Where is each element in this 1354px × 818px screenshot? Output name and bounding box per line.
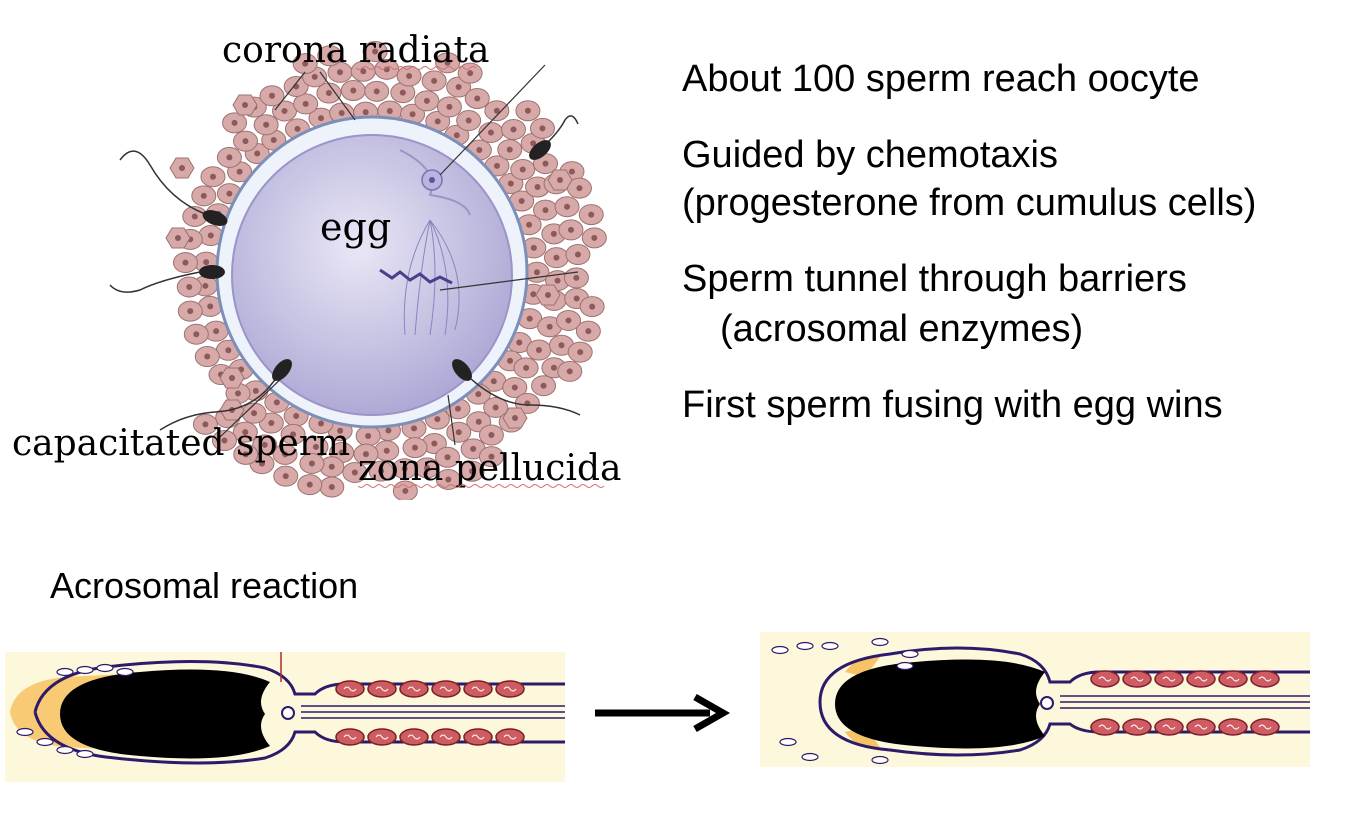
sperm-membrane xyxy=(33,659,565,765)
label-egg: egg xyxy=(320,205,391,249)
vesicle xyxy=(801,752,819,762)
sperm-tail xyxy=(469,377,581,416)
bullet-sperm-count: About 100 sperm reach oocyte xyxy=(682,58,1200,100)
vesicle xyxy=(56,745,74,755)
vesicle xyxy=(36,737,54,747)
meiotic-spindle xyxy=(403,219,460,336)
polar-body-notch xyxy=(399,149,471,216)
label-zona-pellucida: zona pellucida xyxy=(358,448,621,489)
sperm-nucleus xyxy=(60,669,270,759)
vesicle xyxy=(901,649,919,659)
reaction-arrow xyxy=(595,693,731,733)
cumulus-cell-mass xyxy=(165,40,607,500)
vesicle xyxy=(56,667,74,677)
vesicle xyxy=(821,641,839,651)
spellcheck-squiggle-radiata xyxy=(355,66,477,70)
vesicle xyxy=(871,637,889,647)
acrosomal-reaction-title: Acrosomal reaction xyxy=(50,565,359,606)
sperm-membrane xyxy=(818,646,1310,757)
bullet-tunnel-detail: (acrosomal enzymes) xyxy=(720,308,1084,350)
vesicle xyxy=(76,665,94,675)
released-enzyme xyxy=(845,727,880,748)
sperm-head-after xyxy=(760,632,1310,767)
vesicle xyxy=(896,661,914,671)
sperm-group xyxy=(109,115,581,431)
centriole xyxy=(281,706,295,720)
bullet-first-sperm: First sperm fusing with egg wins xyxy=(682,384,1223,426)
centriole xyxy=(1040,696,1054,710)
label-corona-radiata: corona radiata xyxy=(222,30,489,71)
vesicle xyxy=(76,749,94,759)
egg-cell xyxy=(231,134,513,416)
vesicle xyxy=(16,727,34,737)
bullet-chemotaxis-detail: (progesterone from cumulus cells) xyxy=(682,182,1257,224)
sperm-head xyxy=(452,359,472,381)
bullet-chemotaxis: Guided by chemotaxis xyxy=(682,134,1058,176)
sperm-head xyxy=(272,359,292,381)
sperm-tail xyxy=(109,271,201,293)
vesicle xyxy=(96,663,114,673)
spellcheck-squiggle-zona xyxy=(357,484,605,488)
bullet-tunnel: Sperm tunnel through barriers xyxy=(682,258,1187,300)
sperm-head xyxy=(199,265,225,279)
sperm-nucleus xyxy=(835,659,1045,749)
vesicle xyxy=(796,641,814,651)
sperm-tail xyxy=(547,115,579,143)
sperm-head-before xyxy=(5,652,565,782)
sperm-tail xyxy=(119,150,206,215)
label-capacitated-sperm: capacitated sperm xyxy=(12,423,350,464)
vesicle xyxy=(116,667,134,677)
vesicle xyxy=(779,737,797,747)
fertilization-diagram: corona radiata egg capacitated sperm zon… xyxy=(12,30,621,500)
sperm-tail xyxy=(159,377,277,431)
sperm-head xyxy=(202,210,228,226)
label-leader-lines xyxy=(219,64,579,446)
sperm-head xyxy=(529,140,551,160)
vesicle xyxy=(871,755,889,765)
chromosomes xyxy=(379,268,453,285)
vesicle xyxy=(771,645,789,655)
released-enzyme xyxy=(845,656,880,677)
